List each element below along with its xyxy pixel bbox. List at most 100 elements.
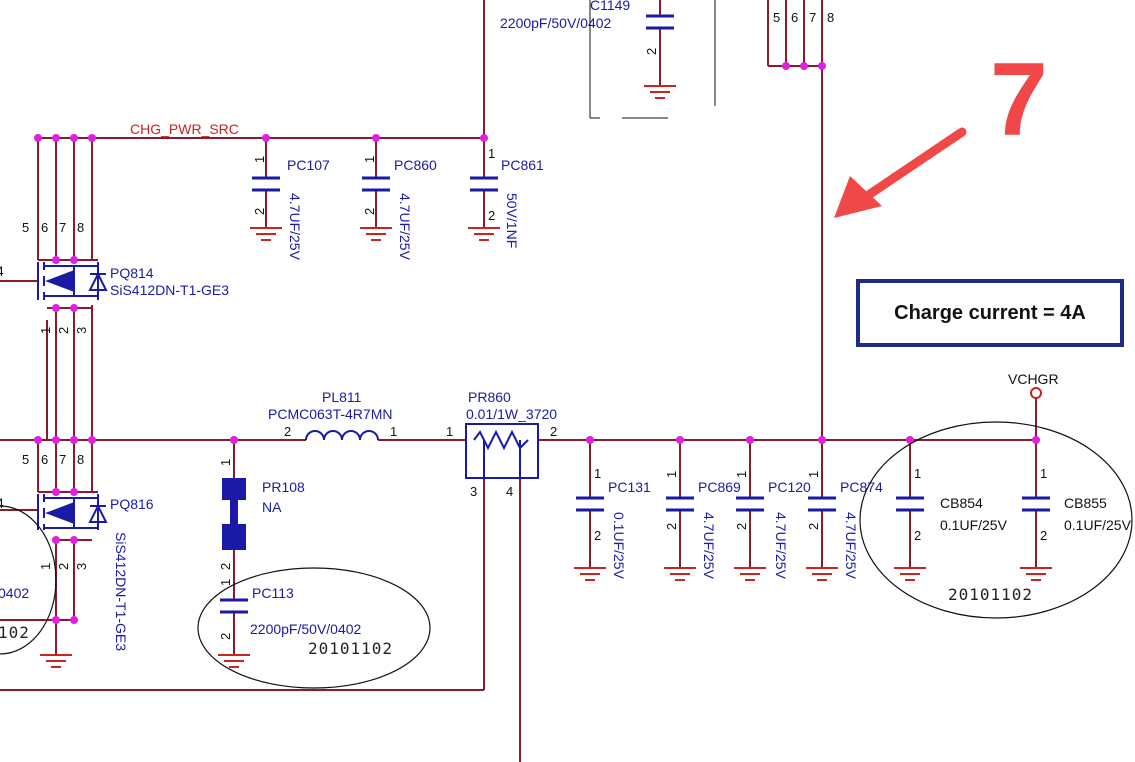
svg-text:3: 3	[74, 327, 89, 334]
ground-icon	[360, 227, 392, 241]
arrow-icon	[834, 127, 967, 218]
resistor-pr108-symbol	[222, 478, 246, 550]
pc874-ref: PC874	[840, 479, 883, 495]
svg-text:1: 1	[594, 466, 601, 481]
svg-text:1: 1	[38, 327, 53, 334]
frame-lines	[589, 0, 716, 119]
svg-text:7: 7	[809, 10, 816, 25]
svg-text:2: 2	[252, 208, 267, 215]
svg-text:1: 1	[664, 471, 679, 478]
ground-icon	[734, 567, 766, 581]
svg-text:4: 4	[506, 484, 513, 499]
pc131-value: 0.1UF/25V	[611, 512, 627, 580]
cb854-value: 0.1UF/25V	[940, 517, 1008, 533]
svg-text:2: 2	[914, 528, 921, 543]
junction-dots	[34, 62, 1040, 624]
svg-text:1: 1	[1040, 466, 1047, 481]
svg-text:1: 1	[362, 156, 377, 163]
pc860-value: 4.7UF/25V	[397, 193, 413, 261]
svg-text:1: 1	[218, 459, 233, 466]
c1149-ref: C1149	[590, 0, 630, 13]
svg-text:2: 2	[218, 633, 233, 640]
net-label-chg-pwr-src: CHG_PWR_SRC	[130, 121, 239, 137]
svg-text:2: 2	[56, 327, 71, 334]
date-stamp-cb: 20101102	[948, 585, 1033, 604]
svg-text:2: 2	[284, 424, 291, 439]
vchgr-testpoint-icon	[1030, 387, 1042, 399]
pc860-ref: PC860	[394, 157, 437, 173]
net-label-vchgr: VCHGR	[1008, 371, 1059, 387]
svg-text:1: 1	[734, 471, 749, 478]
svg-text:2: 2	[550, 424, 557, 439]
svg-text:7: 7	[59, 452, 66, 467]
charge-current-text: Charge current = 4A	[894, 301, 1086, 324]
svg-text:6: 6	[791, 10, 798, 25]
svg-text:2: 2	[664, 523, 679, 530]
left-gate-pin-bottom: 4	[0, 495, 4, 511]
svg-text:1: 1	[38, 563, 53, 570]
svg-text:5: 5	[773, 10, 780, 25]
ground-icon	[894, 567, 926, 581]
cb855-value: 0.1UF/25V	[1064, 517, 1132, 533]
pr108-value: NA	[262, 499, 282, 515]
svg-text:7: 7	[59, 220, 66, 235]
sense-resistor-pr860-symbol	[465, 423, 539, 479]
pc131-ref: PC131	[608, 479, 651, 495]
step-number: 7	[990, 42, 1048, 158]
svg-text:1: 1	[488, 146, 495, 161]
svg-text:1: 1	[806, 471, 821, 478]
inductor-pl811-symbol	[305, 430, 379, 441]
pc861-ref: PC861	[501, 157, 544, 173]
pc113-ref: PC113	[252, 585, 294, 601]
pl811-value: PCMC063T-4R7MN	[268, 406, 392, 422]
svg-text:2: 2	[362, 208, 377, 215]
pl811-ref: PL811	[322, 389, 362, 405]
pc120-ref: PC120	[768, 479, 811, 495]
svg-text:8: 8	[77, 220, 84, 235]
svg-text:6: 6	[41, 452, 48, 467]
charge-current-callout: Charge current = 4A	[856, 279, 1124, 347]
left-partial-stamp: 102	[0, 623, 30, 642]
svg-text:2: 2	[1040, 528, 1047, 543]
pc861-value: 50V/1NF	[504, 193, 520, 248]
ground-icon	[574, 567, 606, 581]
pc874-value: 4.7UF/25V	[843, 512, 859, 580]
svg-text:5: 5	[22, 220, 29, 235]
svg-text:1: 1	[218, 579, 233, 586]
wires	[0, 0, 1037, 762]
cb854-ref: CB854	[940, 495, 983, 511]
left-partial-value: 0402	[0, 585, 29, 601]
pc120-value: 4.7UF/25V	[773, 512, 789, 580]
pc107-ref: PC107	[287, 157, 330, 173]
capacitor-plates	[220, 14, 1050, 614]
svg-text:2: 2	[218, 563, 233, 570]
pc113-value: 2200pF/50V/0402	[250, 621, 362, 637]
pq814-value: SiS412DN-T1-GE3	[110, 282, 229, 298]
svg-text:6: 6	[41, 220, 48, 235]
pr108-ref: PR108	[262, 479, 305, 495]
pc107-value: 4.7UF/25V	[287, 193, 303, 261]
svg-text:5: 5	[22, 452, 29, 467]
ground-icon	[1020, 567, 1052, 581]
mosfet-pq816-symbol	[37, 494, 108, 530]
ellipse-annotations	[0, 421, 1133, 689]
ground-icon	[664, 567, 696, 581]
pr860-ref: PR860	[468, 389, 511, 405]
pc869-value: 4.7UF/25V	[701, 512, 717, 580]
svg-text:3: 3	[74, 563, 89, 570]
pr860-value: 0.01/1W_3720	[466, 406, 557, 422]
date-stamp-pc113: 20101102	[308, 639, 393, 658]
svg-text:8: 8	[77, 452, 84, 467]
svg-text:1: 1	[914, 466, 921, 481]
c1149-value: 2200pF/50V/0402	[500, 15, 612, 31]
ground-icon	[806, 567, 838, 581]
pq814-ref: PQ814	[110, 265, 154, 281]
ground-icon	[644, 85, 676, 99]
ground-icon	[468, 227, 500, 241]
mosfet-pq814-symbol	[37, 262, 108, 300]
ground-icon	[218, 654, 250, 668]
left-gate-pin-top: 4	[0, 263, 4, 279]
svg-text:2: 2	[56, 563, 71, 570]
